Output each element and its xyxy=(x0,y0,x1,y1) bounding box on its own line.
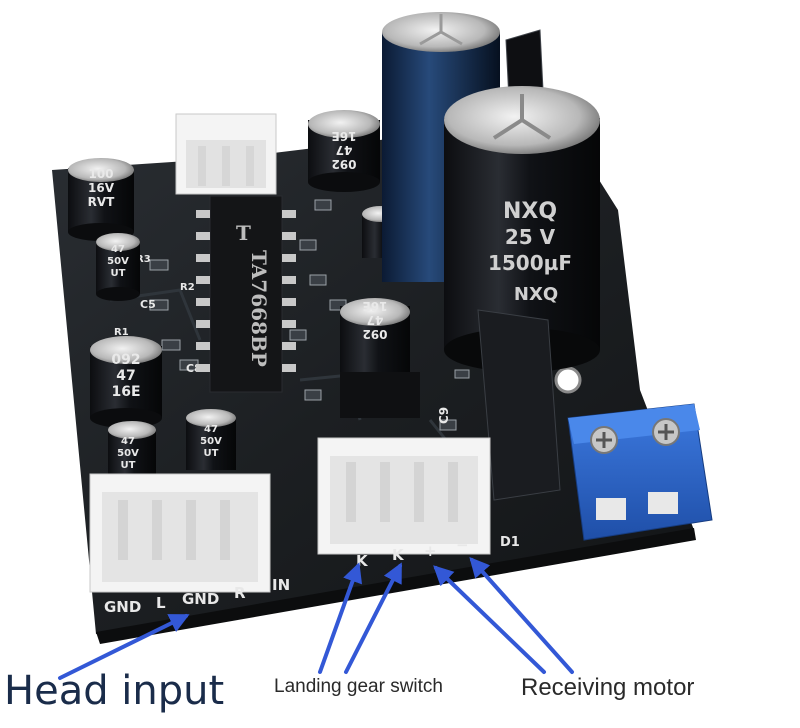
cap-left-mid-line3: UT xyxy=(111,268,126,279)
cap-top-mid-line3: 16E xyxy=(332,129,357,143)
silk-c9: C9 xyxy=(437,407,451,424)
middle-connector xyxy=(317,437,491,555)
silk-r3: R3 xyxy=(136,254,151,265)
cap-left-mid-line1: 47 xyxy=(111,244,125,255)
cap-left-bot1-line2: 50V xyxy=(117,448,139,459)
cap-left-big-line1: 092 xyxy=(111,352,140,368)
cap-big-brand: NXQ xyxy=(503,199,557,224)
cap-left-bot2-line1: 47 xyxy=(204,424,218,435)
cap-big-brand-2: NXQ xyxy=(514,284,558,305)
dark-component-block xyxy=(340,309,561,501)
cap-left-bot2-line3: UT xyxy=(204,448,219,459)
silk-gnd-2: GND xyxy=(182,590,219,608)
cap-left-top-line2: 16V xyxy=(88,181,115,195)
cap-big-capacity: 1500µF xyxy=(488,251,572,275)
silk-k-2: K xyxy=(392,546,405,564)
cap-left-top-line3: RVT xyxy=(88,195,116,209)
capacitor-left-bot1: 47 50V UT xyxy=(108,421,156,480)
cap-left-bot1-line3: UT xyxy=(121,460,136,471)
blue-terminal-block xyxy=(567,403,713,541)
silk-l: L xyxy=(156,594,166,612)
chip-logo: T xyxy=(236,221,251,245)
caption-landing-gear-switch: Landing gear switch xyxy=(274,676,443,697)
silk-c5: C5 xyxy=(140,298,156,311)
cap-center-line1: 092 xyxy=(362,327,387,341)
cap-center-line2: 47 xyxy=(367,313,384,327)
capacitor-left-bot2: 47 50V UT xyxy=(186,409,236,470)
cap-big-voltage: 25 V xyxy=(505,225,556,249)
caption-receiving-motor: Receiving motor xyxy=(521,674,695,701)
annotation-arrows xyxy=(58,557,574,680)
arrow-motor-plus xyxy=(433,565,546,674)
capacitor-left-big: 092 47 16E xyxy=(90,336,162,428)
top-connector xyxy=(175,113,277,195)
ic-chip: T TA7668BP xyxy=(196,195,296,393)
capacitor-top-mid: 092 47 16E xyxy=(308,110,380,192)
silk-d1: D1 xyxy=(500,535,520,550)
cap-top-mid-line2: 47 xyxy=(336,143,353,157)
smd-components xyxy=(149,199,470,431)
silk-bottom-left: GND L GND R IN xyxy=(104,576,290,616)
cap-left-mid-line2: 50V xyxy=(107,256,129,267)
cap-left-big-line3: 16E xyxy=(111,384,140,400)
caption-head-input: Head input xyxy=(4,668,225,714)
cap-center-line3: 16E xyxy=(363,299,388,313)
silk-r: R xyxy=(234,584,246,602)
silk-plus: + xyxy=(424,542,437,560)
silk-minus: − xyxy=(456,536,469,554)
silk-in: IN xyxy=(272,576,290,594)
silk-r2: R2 xyxy=(180,282,195,293)
capacitor-left-top: 100 16V RVT xyxy=(68,158,134,241)
cap-left-bot2-line2: 50V xyxy=(200,436,222,447)
cap-top-mid-line1: 092 xyxy=(331,157,356,171)
arrow-head-input xyxy=(58,614,190,680)
cap-left-top-line1: 100 xyxy=(88,167,113,181)
chip-marking: TA7668BP xyxy=(247,250,271,367)
capacitor-big-front: NXQ 25 V 1500µF NXQ xyxy=(444,86,600,372)
cap-left-big-line2: 47 xyxy=(116,368,135,384)
arrow-gear-k1 xyxy=(318,562,363,674)
arrow-gear-k2 xyxy=(344,562,402,674)
silk-r1: R1 xyxy=(114,327,129,338)
arrow-motor-minus xyxy=(469,557,574,674)
silk-gnd-1: GND xyxy=(104,598,141,616)
cap-left-bot1-line1: 47 xyxy=(121,436,135,447)
bottom-left-connector xyxy=(89,473,271,593)
capacitor-left-mid: 47 50V UT xyxy=(96,233,140,301)
